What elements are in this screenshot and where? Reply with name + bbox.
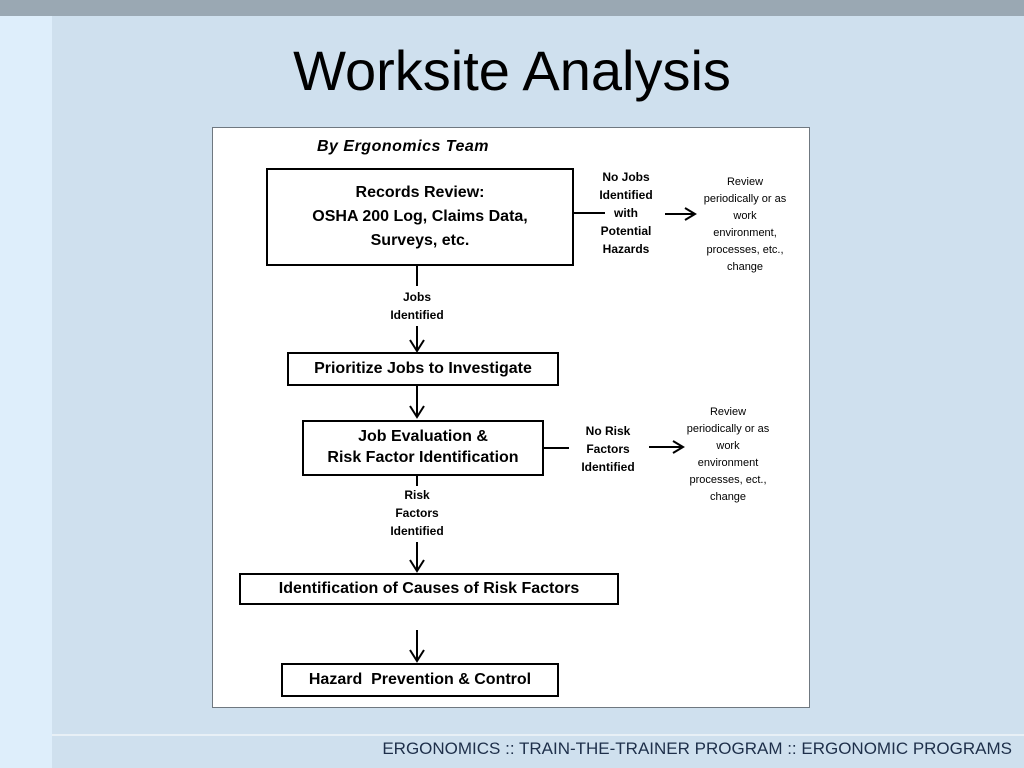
risk-factors-identified-line: Factors [395, 506, 439, 520]
no-risk-label-line: Identified [581, 460, 635, 474]
flowchart-figure: By Ergonomics Team Records Review: OSHA … [212, 127, 810, 708]
identify-causes-box: Identification of Causes of Risk Factors [239, 573, 619, 605]
records-review-line: Surveys, etc. [370, 232, 470, 249]
review-note-line: processes, etc., [706, 244, 784, 257]
review-note-line: change [709, 491, 747, 504]
review-note-line: environment, [713, 227, 777, 240]
arrowhead-causes-control [409, 649, 425, 663]
records-review-line: OSHA 200 Log, Claims Data, [312, 208, 528, 225]
prioritize-jobs-text: Prioritize Jobs to Investigate [314, 359, 532, 377]
risk-factors-identified-line: Risk [404, 488, 430, 502]
hazard-control-text: Hazard Prevention & Control [308, 670, 532, 688]
no-risk-label-line: Factors [586, 442, 630, 456]
arrowhead-risk-causes [409, 559, 425, 573]
arrowhead-jobs-prioritize [409, 339, 425, 353]
review-note-line: processes, ect., [689, 474, 767, 487]
hazard-control-box: Hazard Prevention & Control [281, 663, 559, 697]
risk-factors-identified-line: Identified [390, 524, 444, 538]
no-jobs-label: No Jobs Identified with Potential Hazard… [575, 168, 677, 258]
job-evaluation-line: Job Evaluation & [358, 428, 488, 446]
top-bar [0, 0, 1024, 16]
identify-causes-text: Identification of Causes of Risk Factors [278, 579, 580, 597]
records-review-box: Records Review: OSHA 200 Log, Claims Dat… [266, 168, 574, 266]
review-note-line: Review [709, 406, 747, 418]
job-evaluation-line: Risk Factor Identification [327, 449, 519, 466]
risk-factors-identified-label: Risk Factors Identified [375, 486, 459, 540]
review-note-line: periodically or as [686, 423, 770, 436]
review-note-line: change [726, 261, 764, 274]
no-jobs-label-line: with [614, 206, 638, 220]
jobs-identified-label: Jobs Identified [371, 288, 463, 324]
footer-rule [52, 734, 1024, 736]
review-note-line: work [733, 210, 757, 223]
no-jobs-label-line: Potential [600, 224, 652, 238]
footer-text: ERGONOMICS :: TRAIN-THE-TRAINER PROGRAM … [382, 739, 1012, 758]
review-note-line: Review [726, 176, 764, 188]
jobs-identified-line: Jobs [402, 290, 431, 304]
no-risk-label: No Risk Factors Identified [567, 422, 649, 476]
review-note-2: Review periodically or as work environme… [675, 404, 781, 506]
arrowhead-prioritize-evaluation [409, 405, 425, 419]
no-risk-label-line: No Risk [585, 424, 631, 438]
arrowhead-nojobs-review [684, 207, 697, 221]
no-jobs-label-line: Identified [599, 188, 653, 202]
no-jobs-label-line: Hazards [602, 242, 650, 256]
records-review-line: Records Review: [355, 184, 485, 201]
review-note-1: Review periodically or as work environme… [687, 174, 803, 276]
arrowhead-norisk-review [672, 440, 685, 454]
diagram-subtitle: By Ergonomics Team [317, 138, 490, 155]
review-note-line: work [716, 440, 740, 453]
no-jobs-label-line: No Jobs [602, 170, 650, 184]
left-strip [0, 16, 52, 768]
slide-title: Worksite Analysis [293, 39, 731, 102]
job-evaluation-box: Job Evaluation & Risk Factor Identificat… [302, 420, 544, 476]
review-note-line: environment [697, 457, 759, 470]
jobs-identified-line: Identified [390, 308, 444, 322]
prioritize-jobs-box: Prioritize Jobs to Investigate [287, 352, 559, 386]
connector-lines [409, 207, 697, 663]
review-note-line: periodically or as [703, 193, 787, 206]
